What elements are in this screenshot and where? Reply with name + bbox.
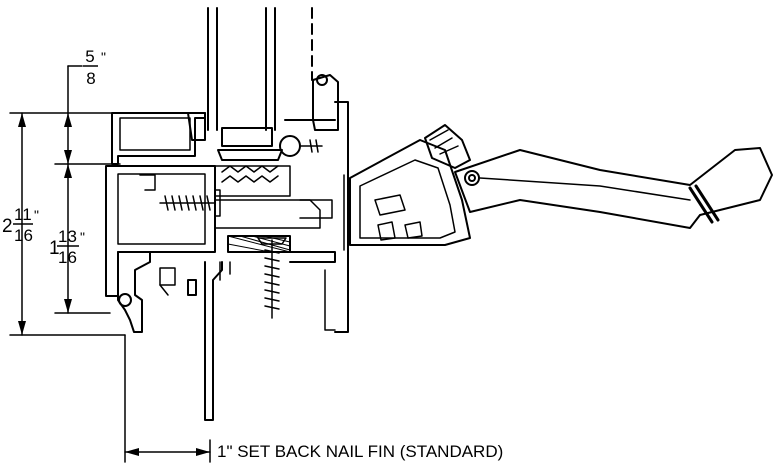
top-offset-unit: "	[101, 49, 106, 65]
keeper-hardware	[279, 74, 339, 219]
inner-height-denominator: 16	[58, 248, 77, 267]
glazing-lines	[207, 7, 313, 161]
frame-extrusion	[105, 101, 349, 421]
inner-height-unit: "	[80, 229, 85, 245]
operator-handle	[343, 124, 773, 251]
inner-height-numerator: 13	[58, 227, 77, 246]
top-offset-numerator: 5	[85, 47, 94, 66]
dimension-top-offset: 5 8 "	[83, 47, 106, 88]
dimension-overall-height: 2 11 16 "	[2, 205, 39, 245]
overall-height-numerator: 11	[14, 205, 32, 224]
dimension-arrows	[18, 113, 210, 456]
overall-height-whole: 2	[2, 216, 13, 237]
dimension-inner-height: 1 13 16 "	[49, 227, 85, 267]
screw-horizontal	[159, 189, 221, 217]
dimension-lines	[9, 65, 211, 463]
inner-height-whole: 1	[49, 238, 60, 259]
top-offset-denominator: 8	[86, 69, 95, 88]
screw-vertical	[257, 237, 287, 319]
overall-height-unit: "	[34, 207, 39, 223]
overall-height-denominator: 16	[14, 226, 33, 245]
nail-fin-caption: 1" SET BACK NAIL FIN (STANDARD)	[217, 442, 503, 461]
